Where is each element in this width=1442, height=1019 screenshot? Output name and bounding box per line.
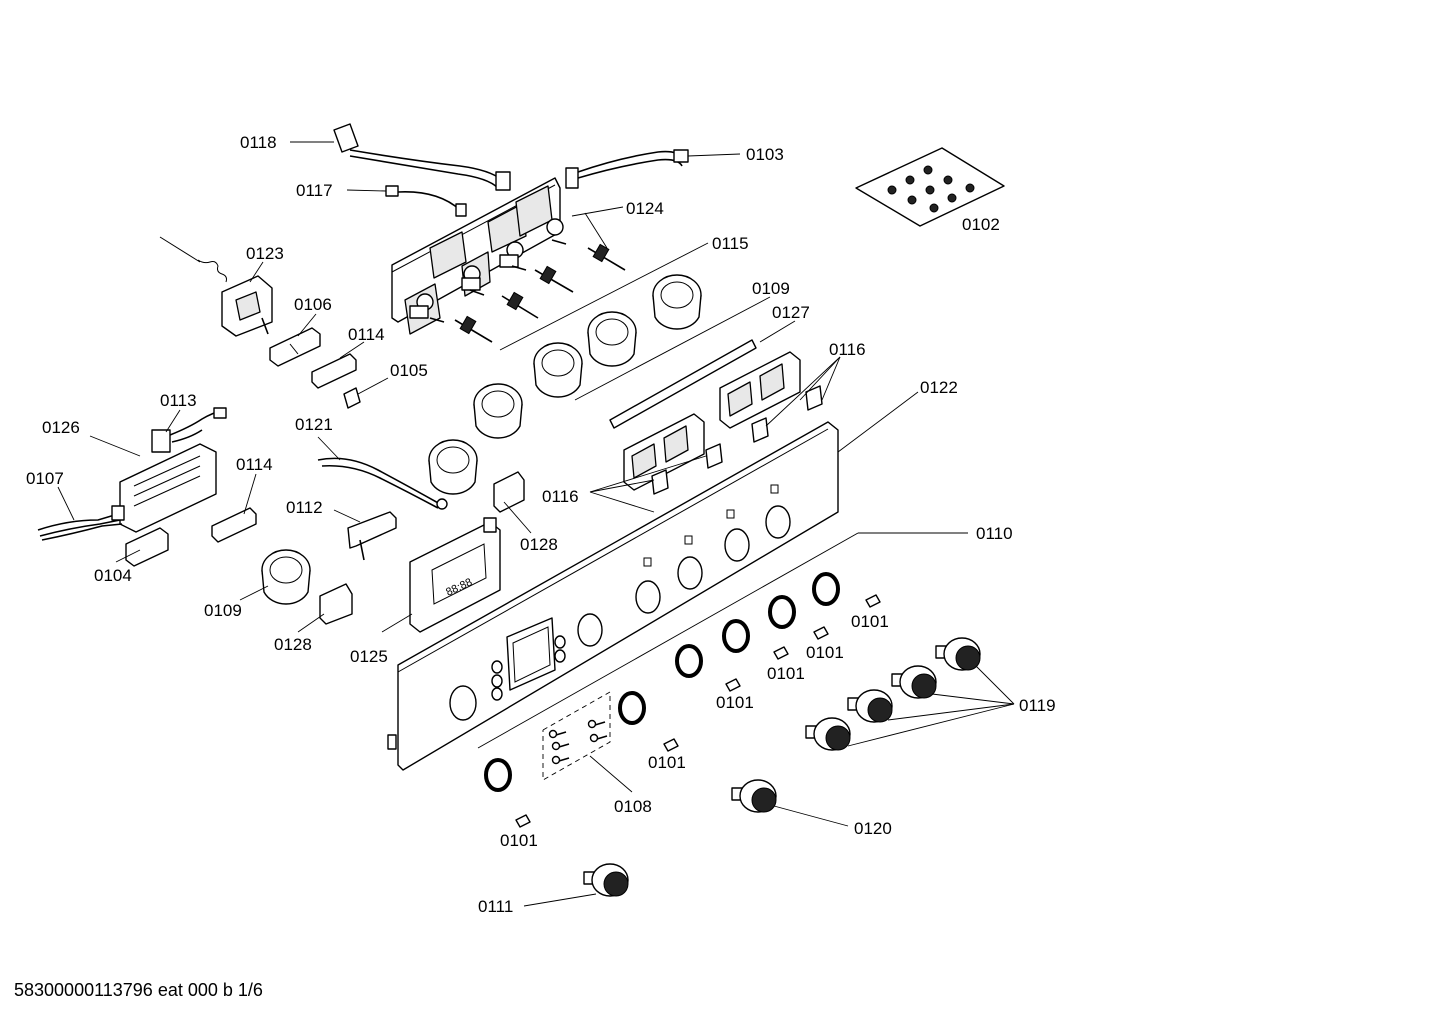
callout-0111: 0111 bbox=[478, 897, 513, 916]
callout-labels: 0118 0117 0103 0124 0102 0115 0123 0109 … bbox=[26, 133, 1056, 916]
knobs-0119 bbox=[805, 637, 981, 751]
callout-0101-e: 0101 bbox=[648, 753, 686, 772]
callout-0116-mid: 0116 bbox=[542, 487, 579, 506]
clip-0114-lower bbox=[211, 507, 257, 543]
callout-0101-f: 0101 bbox=[500, 831, 538, 850]
document-reference: 58300000113796 eat 000 b 1/6 bbox=[14, 980, 263, 1000]
callout-0101-c: 0101 bbox=[767, 664, 805, 683]
callout-0113: 0113 bbox=[160, 391, 197, 410]
leader-lines bbox=[57, 141, 1015, 907]
knob-0120 bbox=[731, 779, 777, 813]
callout-0128-left: 0128 bbox=[274, 635, 312, 654]
callout-0114-mid: 0114 bbox=[236, 455, 273, 474]
callout-0103: 0103 bbox=[746, 145, 784, 164]
bracket-0106 bbox=[269, 327, 321, 367]
clips-0101 bbox=[515, 594, 881, 828]
harness-0118 bbox=[333, 123, 511, 191]
lamp-holder-0105 bbox=[343, 387, 361, 409]
callout-0107: 0107 bbox=[26, 469, 64, 488]
callout-0101-a: 0101 bbox=[851, 612, 889, 631]
strip-0127 bbox=[609, 339, 757, 429]
control-panel-0122 bbox=[387, 421, 839, 771]
callout-0120: 0120 bbox=[854, 819, 892, 838]
callout-0109-top: 0109 bbox=[752, 279, 790, 298]
callout-0102: 0102 bbox=[962, 215, 1000, 234]
terminal-block-0126 bbox=[119, 443, 217, 533]
callout-0128-right: 0128 bbox=[520, 535, 558, 554]
callout-0121: 0121 bbox=[295, 415, 333, 434]
callout-0104: 0104 bbox=[94, 566, 132, 585]
callout-0117: 0117 bbox=[296, 181, 333, 200]
callout-0112: 0112 bbox=[286, 498, 323, 517]
callout-0101-d: 0101 bbox=[716, 693, 754, 712]
callout-0118: 0118 bbox=[240, 133, 277, 152]
callout-0127: 0127 bbox=[772, 303, 810, 322]
callout-0125: 0125 bbox=[350, 647, 388, 666]
clip-0112 bbox=[347, 511, 397, 561]
callout-0110: 0110 bbox=[976, 524, 1013, 543]
knob-0111 bbox=[583, 863, 629, 897]
callout-0116-top: 0116 bbox=[829, 340, 866, 359]
switch-board-0115 bbox=[391, 177, 567, 335]
screw-bag-0102 bbox=[855, 147, 1005, 227]
bracket-0104 bbox=[125, 527, 169, 567]
callout-0123: 0123 bbox=[246, 244, 284, 263]
holder-0128-upper bbox=[493, 471, 525, 513]
callout-0115: 0115 bbox=[712, 234, 749, 253]
callout-0106: 0106 bbox=[294, 295, 332, 314]
screws-0108 bbox=[542, 691, 611, 781]
callout-0109-bottom: 0109 bbox=[204, 601, 242, 620]
holder-0128-lower bbox=[319, 583, 353, 625]
thermostat-0123 bbox=[159, 236, 273, 337]
timer-0125: 88:88 bbox=[409, 517, 501, 633]
clip-0114-upper bbox=[311, 353, 357, 389]
caps-0109 bbox=[261, 274, 702, 605]
callout-0105: 0105 bbox=[390, 361, 428, 380]
harness-0103 bbox=[565, 149, 689, 189]
wires-0107 bbox=[37, 505, 125, 541]
callout-0124: 0124 bbox=[626, 199, 664, 218]
wiring-0121 bbox=[317, 457, 448, 510]
shafts-0124 bbox=[454, 243, 626, 343]
callout-0114-top: 0114 bbox=[348, 325, 385, 344]
brackets-0116 bbox=[623, 351, 823, 495]
callout-0126: 0126 bbox=[42, 418, 80, 437]
harness-0117 bbox=[385, 185, 467, 217]
callout-0119: 0119 bbox=[1019, 696, 1056, 715]
rings-0110 bbox=[484, 572, 840, 792]
wiring-0113 bbox=[151, 407, 227, 453]
callout-0122: 0122 bbox=[920, 378, 958, 397]
callout-0101-b: 0101 bbox=[806, 643, 844, 662]
callout-0108: 0108 bbox=[614, 797, 652, 816]
